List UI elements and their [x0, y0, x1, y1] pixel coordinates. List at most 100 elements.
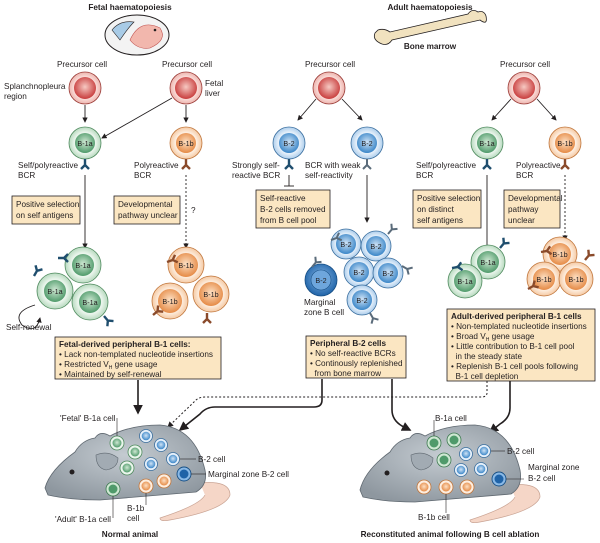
b2-cluster: B-2 B-2 B-2 B-2 B-2 [328, 222, 414, 325]
svg-text:B-2: B-2 [353, 268, 364, 277]
fetal-heading: Fetal haematopoiesis [88, 3, 172, 12]
svg-text:Positive selection: Positive selection [16, 200, 80, 209]
b1a-cluster-adult: B-1a B-1a [447, 236, 511, 299]
box-developmental-fetal: Developmental pathway unclear [113, 195, 181, 225]
svg-text:B-1b: B-1b [203, 290, 218, 299]
svg-text:self antigens: self antigens [417, 216, 463, 225]
marginal-zone-label-2: zone B cell [304, 308, 344, 317]
bcr-label: Polyreactive [516, 161, 561, 170]
bcr-label: BCR [516, 171, 533, 180]
mouse-reconstituted-callouts [433, 420, 524, 513]
svg-text:B-1a: B-1a [75, 261, 90, 270]
dashed-arrow-adult-to-normal [167, 381, 488, 428]
precursor-label-2: Precursor cell [162, 60, 212, 69]
svg-text:pathway: pathway [508, 205, 539, 214]
svg-text:B-2: B-2 [283, 139, 294, 148]
svg-text:B-2: B-2 [382, 269, 393, 278]
mz-label: Marginal zone B-2 cell [208, 470, 289, 479]
bcr-label: Self/polyreactive [18, 161, 79, 170]
fetal-b1a-label: 'Fetal' B-1a cell [60, 414, 116, 423]
b2-label: B-2 cell [198, 455, 225, 464]
svg-text:B-1b: B-1b [178, 139, 193, 148]
embryo-icon [104, 14, 170, 56]
summary-adult-b1: Adult-derived peripheral B-1 cells • Non… [446, 308, 596, 382]
bcr-label: BCR [134, 171, 151, 180]
bcr-label: Polyreactive [134, 161, 179, 170]
b1b-cell: B-1b [548, 126, 582, 160]
precursor-cell [68, 71, 102, 105]
svg-text:B-1b: B-1b [162, 297, 177, 306]
b1a-cell: B-1a [470, 126, 504, 160]
b2-label: B-2 cell [507, 447, 534, 456]
svg-text:from bone marrow: from bone marrow [310, 369, 381, 378]
arrows-top [82, 97, 557, 139]
svg-text:Developmental: Developmental [508, 194, 563, 203]
svg-text:Self-reactive: Self-reactive [260, 194, 306, 203]
summary-fetal-b1: Fetal-derived peripheral B-1 cells: • La… [54, 336, 222, 380]
svg-text:B-2: B-2 [356, 296, 367, 305]
precursor-cell [507, 71, 541, 105]
reconstituted-animal-caption: Reconstituted animal following B cell ab… [361, 530, 540, 539]
bcr-label: Self/polyreactive [416, 161, 477, 170]
svg-text:B-1b: B-1b [536, 275, 551, 284]
svg-text:Positive selection: Positive selection [417, 194, 481, 203]
svg-text:• Little contribution to B-1 c: • Little contribution to B-1 cell pool [451, 342, 575, 351]
mouse-normal-callouts [112, 418, 206, 518]
adult-b1a-label: 'Adult' B-1a cell [55, 515, 111, 524]
b1a-cluster-fetal: B-1a B-1a B-1a [18, 246, 115, 330]
svg-text:B-2: B-2 [340, 240, 351, 249]
question-mark: ? [191, 206, 196, 215]
splanchnopleura-label-2: region [4, 92, 27, 101]
precursor-cell [169, 71, 203, 105]
svg-text:B-1b: B-1b [568, 275, 583, 284]
svg-text:pathway unclear: pathway unclear [118, 211, 178, 220]
bone-icon [373, 10, 487, 45]
svg-text:B-1a: B-1a [82, 298, 97, 307]
svg-text:B-2: B-2 [361, 139, 372, 148]
marginal-zone-b-cell: B-2 [304, 255, 338, 297]
svg-text:B-1b: B-1b [178, 261, 193, 270]
svg-text:B-2: B-2 [315, 276, 326, 285]
svg-text:B-2 cells removed: B-2 cells removed [260, 205, 326, 214]
b1b-label-2: cell [127, 514, 139, 523]
svg-text:Adult-derived peripheral B-1 c: Adult-derived peripheral B-1 cells [451, 312, 582, 321]
bone-marrow-label: Bone marrow [404, 42, 457, 51]
svg-text:• Replenish B-1 cell pools fol: • Replenish B-1 cell pools following [451, 362, 579, 371]
bcr-label: BCR [416, 171, 433, 180]
svg-text:• Restricted VH gene usage: • Restricted VH gene usage [59, 360, 158, 371]
svg-text:B-1a: B-1a [479, 139, 494, 148]
bcr-label: Strongly self- [232, 161, 280, 170]
bcr-label: reactive BCR [232, 171, 280, 180]
b1a-label: B-1a cell [435, 414, 467, 423]
box-positive-selection-adult: Positive selection on distinct self anti… [412, 189, 482, 229]
svg-text:• No self-reactive BCRs: • No self-reactive BCRs [310, 349, 396, 358]
svg-text:B-1a: B-1a [457, 277, 472, 286]
b2-cell: B-2 [272, 126, 306, 160]
adult-heading: Adult haematopoiesis [387, 3, 473, 12]
mz-label-2: B-2 cell [528, 474, 555, 483]
svg-text:on self antigens: on self antigens [16, 211, 73, 220]
summary-peripheral-b2: Peripheral B-2 cells • No self-reactive … [305, 335, 407, 379]
arrows-bottom [133, 379, 511, 433]
box-self-reactive-removed: Self-reactive B-2 cells removed from B c… [255, 189, 331, 229]
b1b-label: B-1b [127, 504, 145, 513]
marginal-zone-label: Marginal [304, 298, 336, 307]
arrows-mid [82, 175, 568, 253]
svg-text:• Continously replenished: • Continously replenished [310, 359, 403, 368]
b1b-label: B-1b cell [418, 513, 450, 522]
mouse-reconstituted [359, 424, 541, 524]
svg-text:unclear: unclear [508, 216, 535, 225]
svg-text:• Non-templated nucleotide ins: • Non-templated nucleotide insertions [451, 322, 587, 331]
svg-text:• Broad VH gene usage: • Broad VH gene usage [451, 332, 535, 343]
svg-text:Developmental: Developmental [118, 200, 173, 209]
b1b-cluster-adult: B-1b B-1b B-1b [524, 236, 596, 297]
svg-text:B-1a: B-1a [47, 287, 62, 296]
b2-cell: B-2 [350, 126, 384, 160]
precursor-label-1: Precursor cell [57, 60, 107, 69]
svg-text:B-1a: B-1a [77, 139, 92, 148]
bcr-label: BCR with weak [305, 161, 361, 170]
mz-label: Marginal zone [528, 463, 580, 472]
svg-text:from B cell pool: from B cell pool [260, 216, 317, 225]
svg-text:Peripheral B-2 cells: Peripheral B-2 cells [310, 339, 386, 348]
